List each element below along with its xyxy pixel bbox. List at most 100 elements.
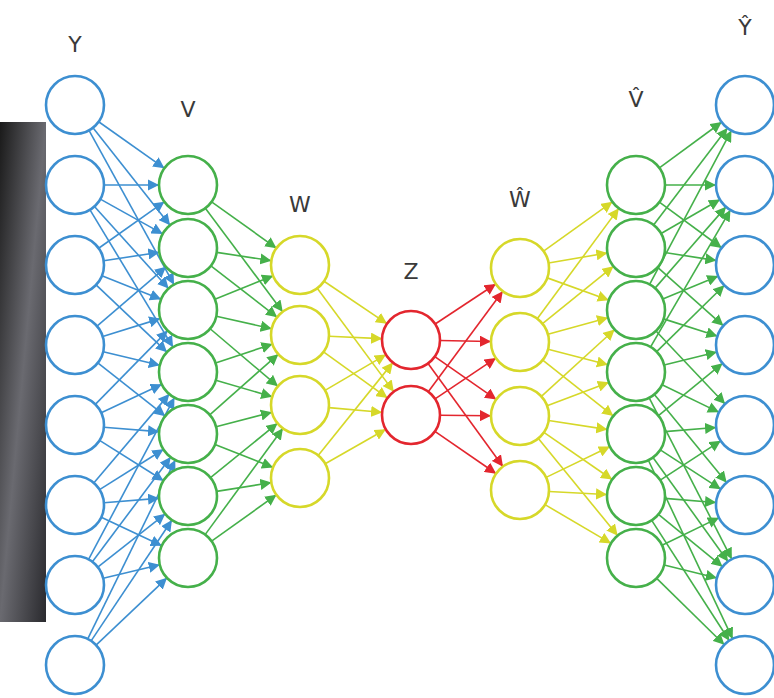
neuron-circle — [46, 556, 104, 614]
weight-link — [435, 285, 495, 324]
neuron-circle — [46, 236, 104, 294]
neuron-circle — [607, 281, 665, 339]
weight-link — [100, 440, 163, 480]
weight-links — [88, 122, 732, 645]
neuron-circle — [46, 476, 104, 534]
layer-label: Ŵ — [509, 187, 531, 213]
weight-link — [324, 281, 386, 323]
weight-link — [216, 413, 271, 427]
weight-link — [664, 352, 716, 365]
weight-link — [651, 211, 730, 347]
neuron-circle — [159, 529, 217, 587]
weight-link — [544, 202, 612, 251]
neuron-circle — [46, 156, 104, 214]
weight-link — [210, 355, 278, 415]
weight-link — [548, 349, 607, 364]
neuron-circle — [491, 239, 549, 297]
weight-link — [662, 385, 718, 412]
weight-link — [95, 331, 167, 404]
neuron-circle — [46, 76, 104, 134]
weight-link — [215, 276, 272, 299]
neuron-circle — [46, 316, 104, 374]
weight-link — [103, 565, 159, 578]
weight-link — [212, 202, 276, 248]
neuron-circle — [46, 636, 104, 694]
weight-link — [658, 514, 721, 566]
weight-link — [329, 336, 381, 338]
weight-link — [99, 202, 164, 248]
neuron-circle — [607, 156, 665, 214]
weight-link — [104, 498, 158, 502]
neuron-circle — [491, 313, 549, 371]
weight-link — [325, 355, 385, 390]
neuron-circle — [607, 529, 665, 587]
weight-link — [93, 128, 169, 225]
weight-link — [103, 319, 160, 337]
weight-link — [549, 253, 607, 263]
weight-link — [325, 430, 385, 464]
weight-link — [103, 352, 159, 365]
layer-label: Y — [68, 32, 81, 58]
weight-link — [210, 329, 277, 386]
neuron-circle — [607, 343, 665, 401]
neuron-circle — [607, 219, 665, 277]
weight-link — [660, 441, 720, 480]
weight-link — [97, 268, 165, 327]
layer-label: Ŷ — [738, 15, 751, 41]
weight-link — [435, 359, 495, 399]
weight-link — [216, 380, 271, 396]
neuron-circle — [716, 556, 774, 614]
photo-fragment — [0, 122, 46, 622]
weight-link — [543, 267, 613, 324]
weight-link — [544, 432, 611, 479]
weight-link — [658, 364, 721, 416]
weight-link — [100, 450, 163, 490]
layer-label: V — [180, 97, 195, 123]
weight-link — [543, 360, 613, 415]
neuron-circle — [159, 405, 217, 463]
neuron-circle — [716, 476, 774, 534]
neuron-circle — [716, 156, 774, 214]
neuron-circle — [271, 236, 329, 294]
weight-link — [660, 450, 720, 489]
weight-link — [665, 498, 715, 502]
weight-link — [440, 414, 490, 416]
weight-link — [212, 495, 276, 541]
neuron-circle — [716, 396, 774, 454]
weight-link — [549, 420, 607, 429]
weight-link — [548, 318, 607, 334]
weight-link — [98, 363, 165, 415]
neuron-circle — [159, 281, 217, 339]
weight-link — [104, 427, 158, 431]
weight-link — [547, 383, 608, 406]
weight-link — [538, 438, 617, 534]
weight-link — [101, 385, 161, 413]
weight-link — [665, 427, 715, 431]
layer-label: Z — [403, 259, 418, 285]
neuron-circle — [271, 306, 329, 364]
weight-link — [100, 199, 161, 233]
weight-link — [216, 344, 272, 362]
neuron-circle — [382, 386, 440, 444]
weight-link — [546, 447, 609, 477]
weight-link — [211, 266, 276, 317]
weight-link — [217, 252, 271, 260]
neuron-circle — [607, 467, 665, 525]
neuron-circle — [159, 343, 217, 401]
weight-link — [657, 578, 724, 644]
weight-link — [216, 316, 270, 328]
weight-link — [664, 565, 716, 578]
neuron-circle — [271, 376, 329, 434]
neuron-circle — [607, 405, 665, 463]
neuron-circle — [159, 219, 217, 277]
weight-link — [104, 252, 159, 260]
neurons — [46, 76, 774, 694]
neuron-circle — [271, 449, 329, 507]
weight-link — [664, 319, 717, 336]
weight-link — [96, 579, 166, 645]
layer-label: V̂ — [628, 87, 643, 113]
neuron-circle — [46, 396, 104, 454]
weight-link — [549, 491, 606, 494]
